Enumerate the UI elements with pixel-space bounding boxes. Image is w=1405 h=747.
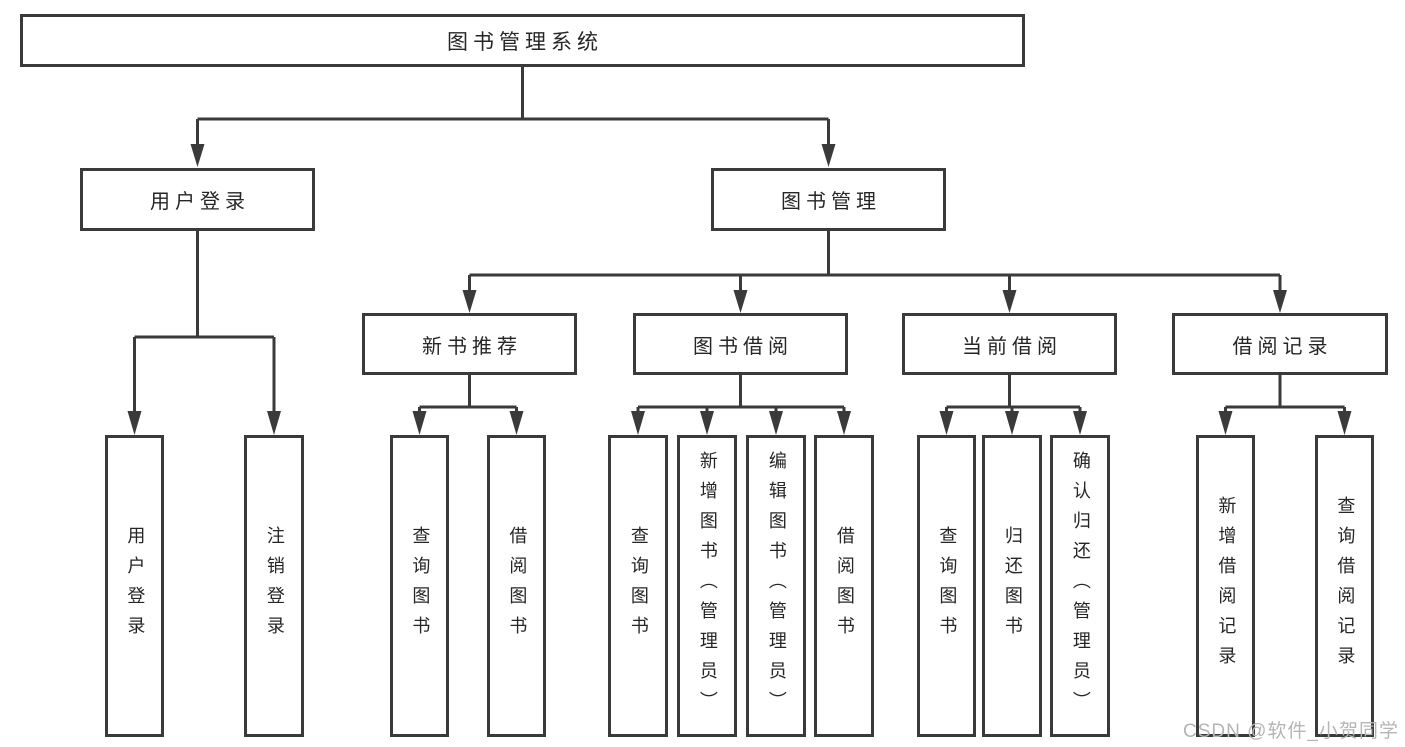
leaf-current-query-books: 查询图书 [917,435,976,737]
node-book-management-label: 图书管理 [781,191,881,213]
leaf-borrow-edit-books-admin: 编辑图书（管理员） [746,435,806,737]
leaf-recommend-borrow-books: 借阅图书 [487,435,546,737]
leaf-logout: 注销登录 [244,435,304,737]
leaf-borrow-borrow-books: 借阅图书 [814,435,874,737]
connector-root-to-level2 [190,67,836,167]
leaf-user-login-label: 用户登录 [125,526,146,646]
node-current-borrow: 当前借阅 [902,313,1117,375]
node-root-library-management-system: 图书管理系统 [20,14,1025,67]
connector-book-borrow-children [631,374,851,435]
leaf-borrow-query-books: 查询图书 [608,435,668,737]
node-root-label: 图书管理系统 [447,30,603,54]
leaf-current-query-books-label: 查询图书 [937,526,958,646]
leaf-current-return-books: 归还图书 [982,435,1042,737]
leaf-current-return-books-label: 归还图书 [1002,526,1023,646]
leaf-borrow-borrow-books-label: 借阅图书 [834,526,855,646]
leaf-borrow-add-books-admin: 新增图书（管理员） [677,435,737,737]
node-book-borrow: 图书借阅 [633,313,848,375]
node-user-login: 用户登录 [80,168,315,231]
leaf-borrow-edit-books-admin-label: 编辑图书（管理员） [766,451,787,721]
leaf-borrow-add-books-admin-label: 新增图书（管理员） [697,451,718,721]
connector-user-login-children [127,231,281,435]
leaf-borrow-query-books-label: 查询图书 [628,526,649,646]
node-user-login-label: 用户登录 [150,191,250,213]
node-new-book-recommend-label: 新书推荐 [422,335,522,358]
watermark: CSDN @软件_小贺同学 [1183,721,1399,742]
node-new-book-recommend: 新书推荐 [362,313,577,375]
connector-book-management-children [462,231,1287,313]
leaf-current-confirm-return-admin-label: 确认归还（管理员） [1070,451,1091,721]
connector-new-book-recommend-children [412,374,524,435]
connector-current-borrow-children [939,374,1087,435]
node-borrow-records: 借阅记录 [1172,313,1388,375]
connector-borrow-records-children [1218,374,1352,435]
node-current-borrow-label: 当前借阅 [962,335,1062,358]
leaf-recommend-query-books-label: 查询图书 [410,526,431,646]
leaf-records-add-borrow-record: 新增借阅记录 [1196,435,1255,737]
leaf-records-add-borrow-record-label: 新增借阅记录 [1216,496,1237,676]
leaf-records-query-borrow-record-label: 查询借阅记录 [1335,496,1356,676]
leaf-user-login: 用户登录 [105,435,164,737]
leaf-recommend-query-books: 查询图书 [390,435,449,737]
node-borrow-records-label: 借阅记录 [1232,335,1333,358]
node-book-borrow-label: 图书借阅 [693,335,793,358]
leaf-records-query-borrow-record: 查询借阅记录 [1315,435,1374,737]
leaf-recommend-borrow-books-label: 借阅图书 [507,526,528,646]
leaf-logout-label: 注销登录 [264,526,285,646]
leaf-current-confirm-return-admin: 确认归还（管理员） [1050,435,1110,737]
node-book-management: 图书管理 [711,168,946,231]
